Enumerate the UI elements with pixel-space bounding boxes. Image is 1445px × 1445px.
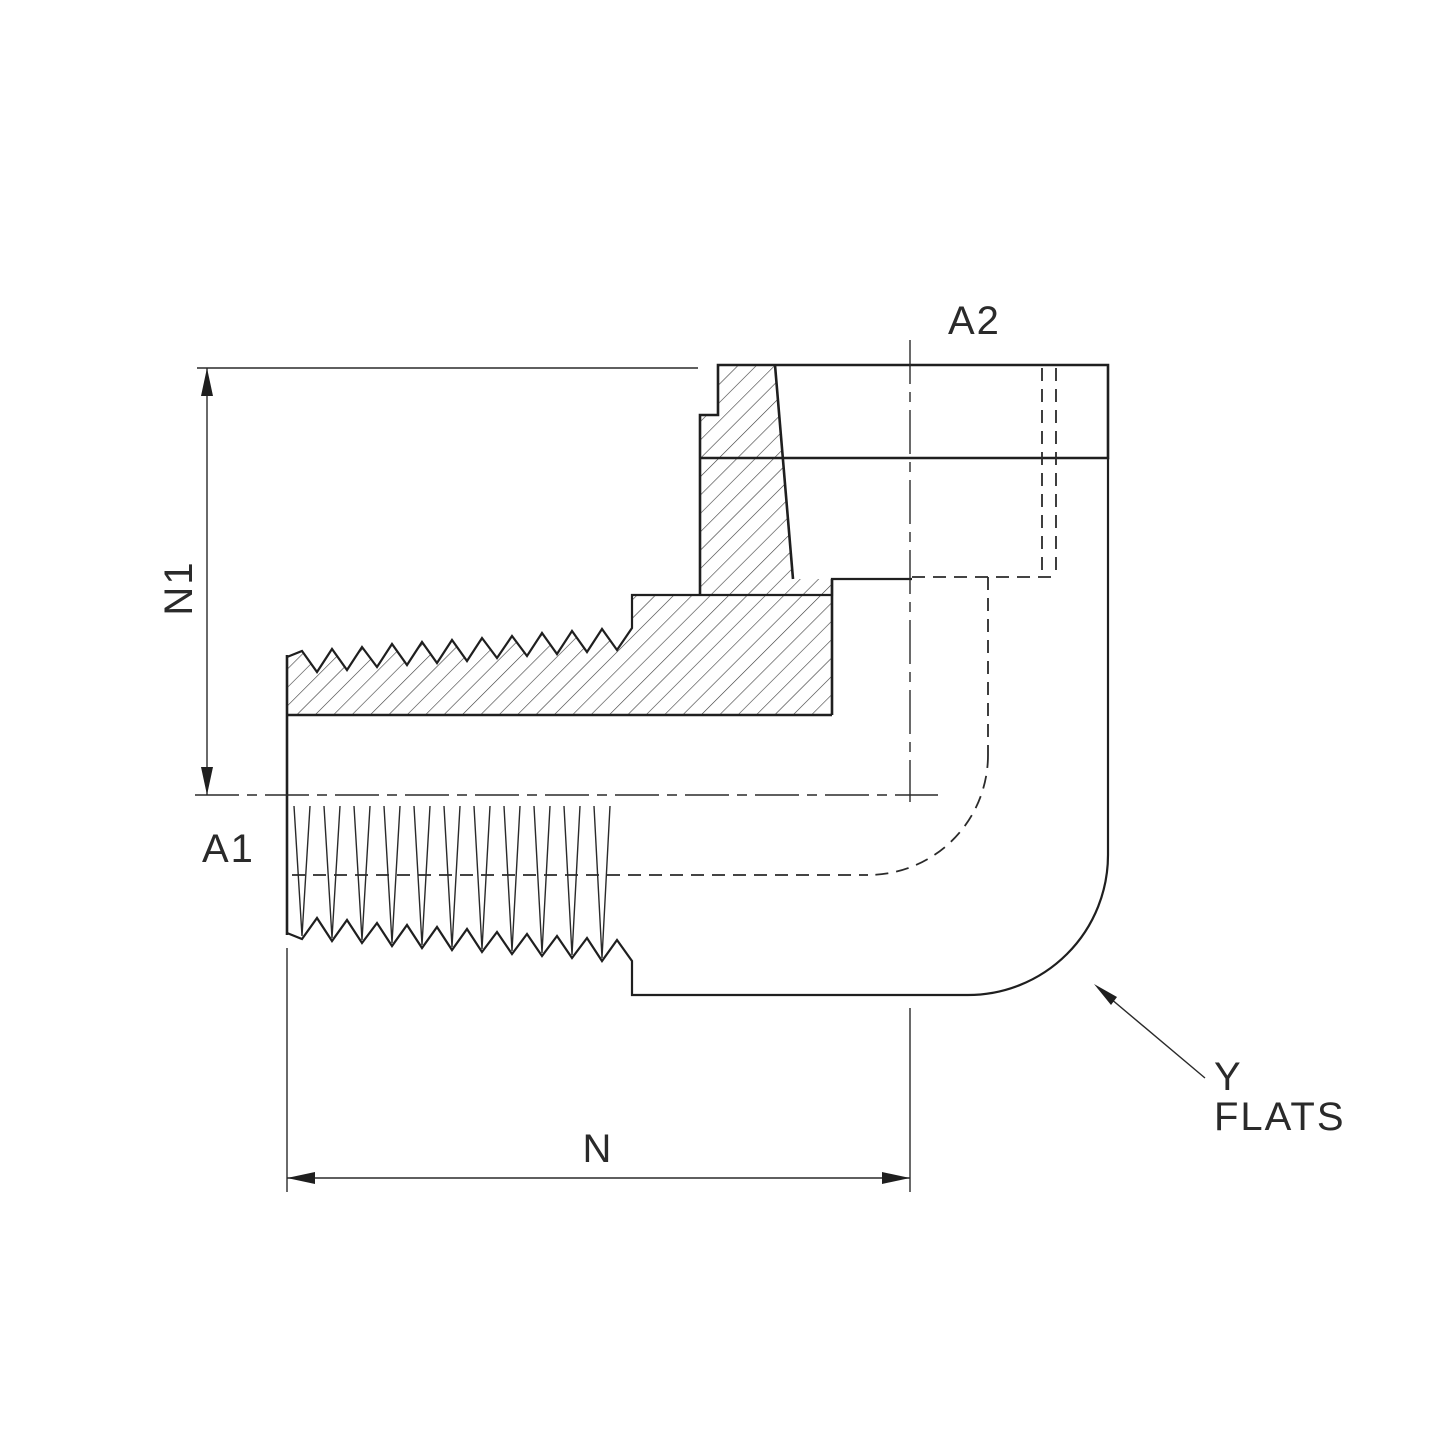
n-arrow-left: [287, 1172, 315, 1184]
female-thread-taper: [773, 364, 795, 580]
a2-label: A2: [948, 299, 1001, 343]
dimension-n: N: [286, 948, 911, 1192]
male-thread-upper-profile: [286, 577, 912, 674]
bore-corner-hidden: [867, 754, 989, 876]
fitting-outline: [285, 363, 1110, 997]
y-label: Y: [1214, 1055, 1243, 1099]
male-thread-lower-profile-and-body: [286, 458, 1110, 997]
n-label: N: [583, 1127, 614, 1171]
dimension-n1: N1: [157, 367, 698, 795]
port-labels: A2 A1: [202, 299, 1001, 871]
leader-y-flats: Y FLATS: [1094, 984, 1346, 1139]
hatch-region: [287, 365, 832, 715]
y-flats-leader-arrow: [1094, 984, 1117, 1005]
a1-label: A1: [202, 827, 255, 871]
hidden-edges: [292, 368, 1057, 876]
flats-label: FLATS: [1214, 1095, 1346, 1139]
thread-flank-lines: [293, 805, 611, 959]
y-flats-leader-line: [1097, 987, 1206, 1079]
n1-arrow-bottom: [201, 767, 213, 795]
section-hatching: [287, 365, 832, 715]
n1-arrow-top: [201, 368, 213, 396]
n1-label: N1: [157, 560, 201, 615]
centerlines: [195, 340, 938, 802]
n-arrow-right: [882, 1172, 910, 1184]
